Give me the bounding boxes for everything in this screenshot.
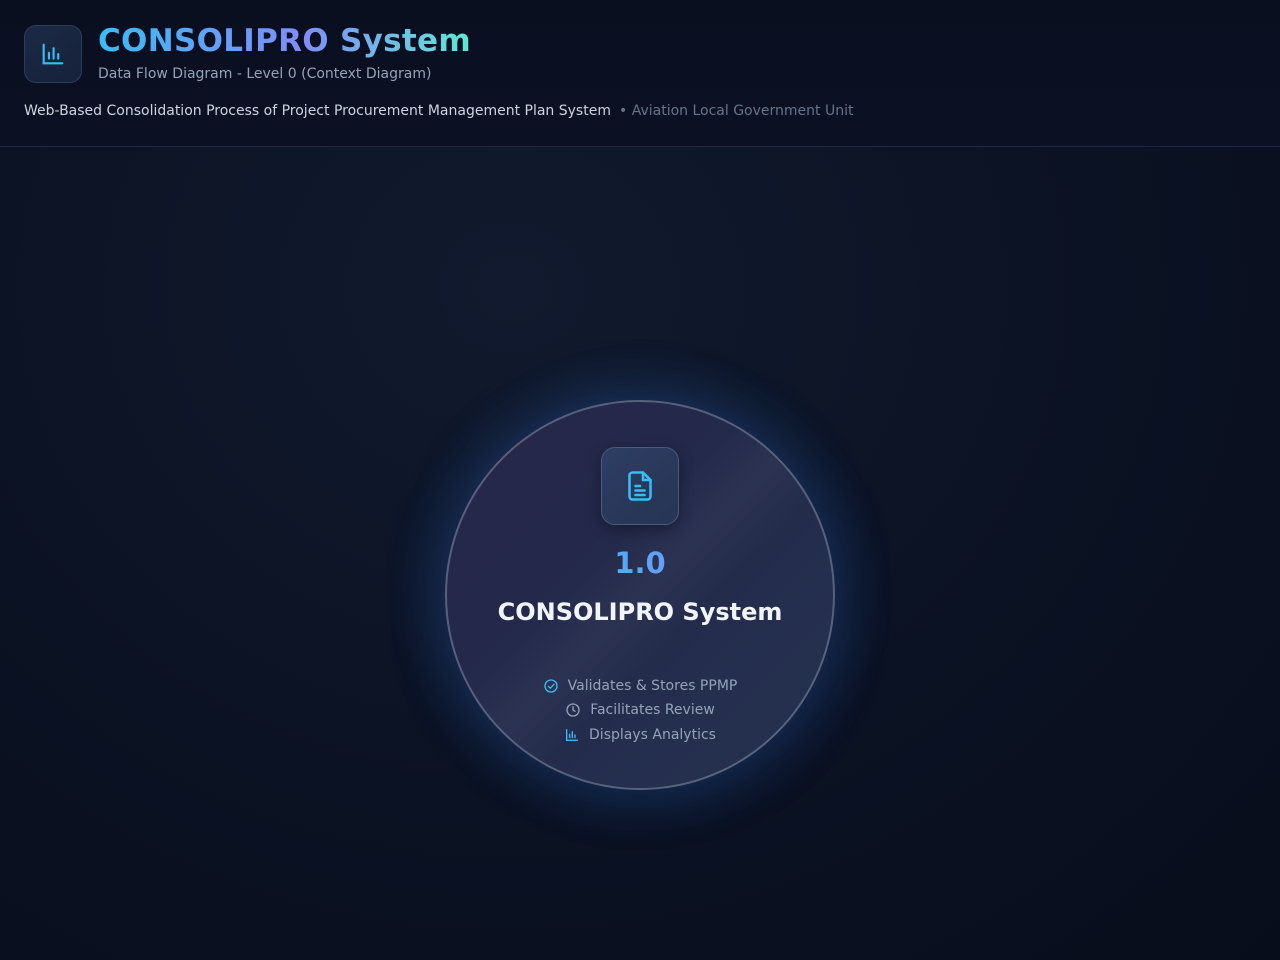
- feature-label: Facilitates Review: [590, 702, 715, 718]
- process-name: CONSOLIPRO System: [497, 598, 783, 626]
- check-circle-icon: [543, 678, 559, 694]
- document-icon: [622, 468, 658, 504]
- app-logo: [24, 25, 82, 83]
- feature-item: Facilitates Review: [500, 700, 780, 720]
- process-icon-tile: [601, 447, 679, 525]
- clock-icon: [565, 702, 581, 718]
- tagline: Web-Based Consolidation Process of Proje…: [24, 102, 853, 120]
- page-header: CONSOLIPRO System Data Flow Diagram - Le…: [0, 0, 1280, 147]
- feature-label: Validates & Stores PPMP: [567, 678, 738, 694]
- diagram-subtitle: Data Flow Diagram - Level 0 (Context Dia…: [98, 66, 432, 82]
- tagline-separator: •: [618, 103, 628, 119]
- organization-name: Aviation Local Government Unit: [631, 103, 854, 119]
- feature-item: Validates & Stores PPMP: [500, 676, 780, 696]
- feature-label: Displays Analytics: [589, 727, 716, 743]
- bar-chart-icon: [564, 727, 580, 743]
- feature-item: Displays Analytics: [500, 725, 780, 745]
- process-number: 1.0: [540, 545, 740, 581]
- bar-chart-icon: [39, 40, 67, 68]
- app-title: CONSOLIPRO System: [98, 23, 471, 59]
- system-description: Web-Based Consolidation Process of Proje…: [24, 103, 611, 119]
